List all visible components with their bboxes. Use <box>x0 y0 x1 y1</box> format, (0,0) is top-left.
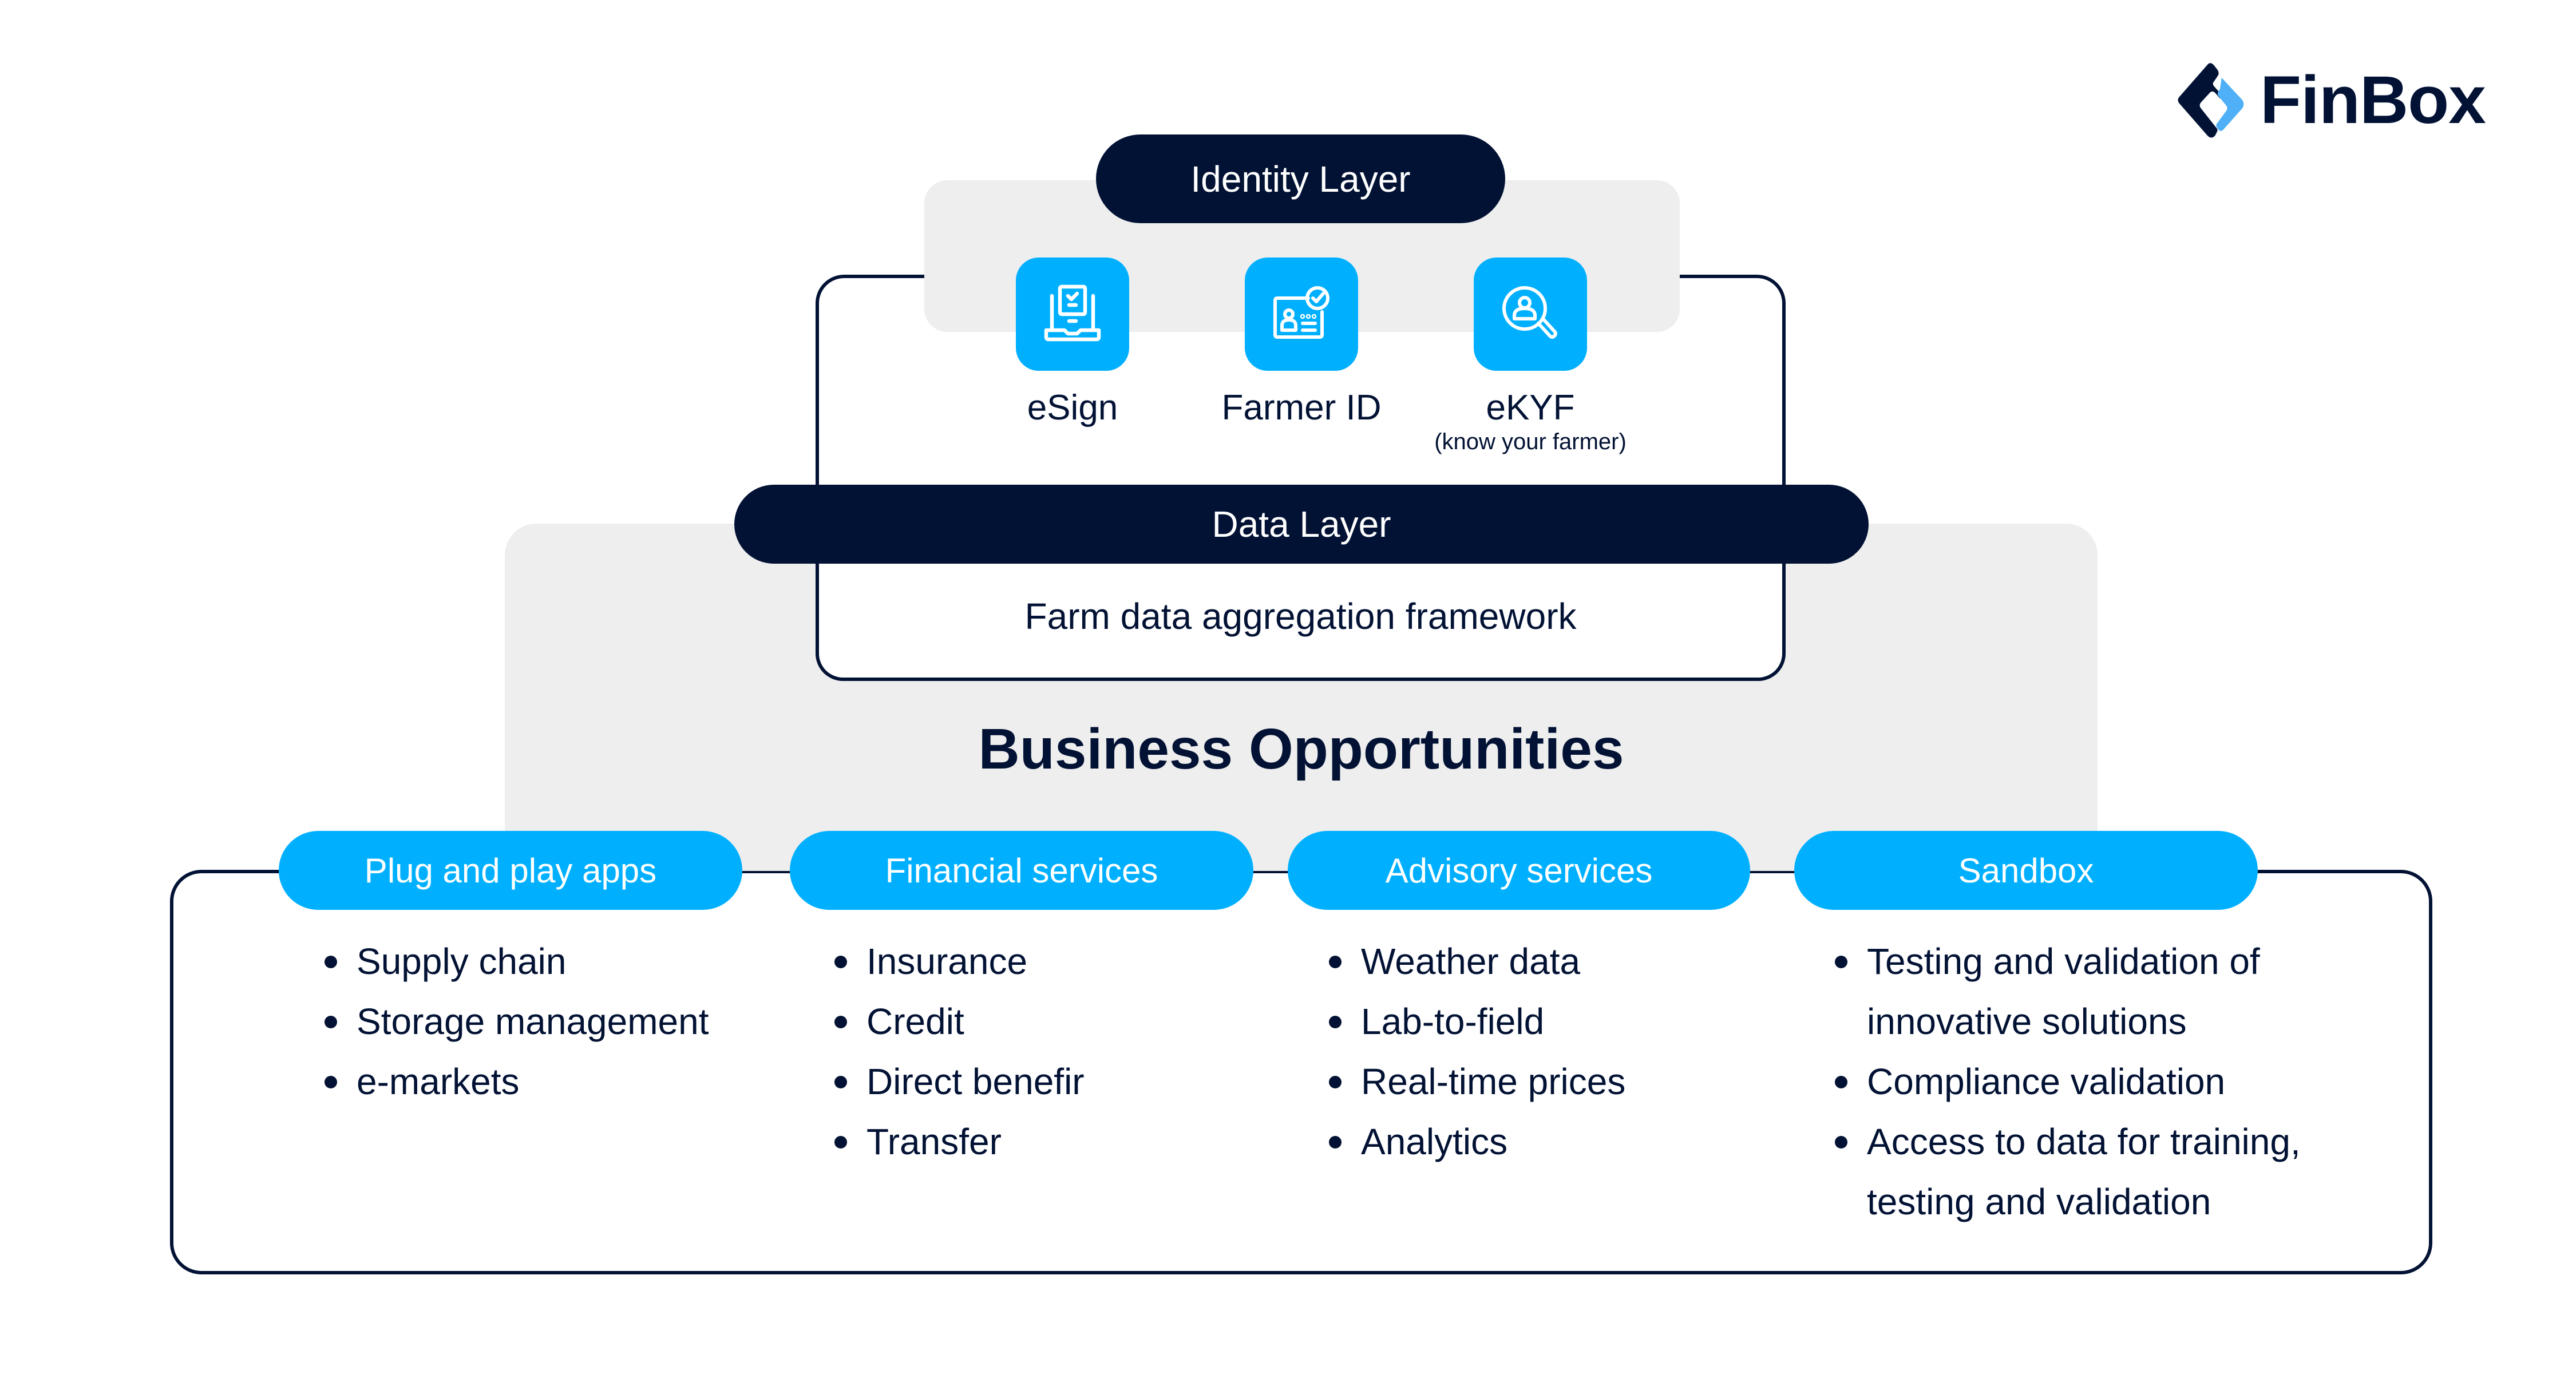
bullet-icon <box>834 1136 847 1149</box>
bullet-icon <box>1835 956 1847 968</box>
bullet-icon <box>325 956 337 968</box>
list-item: Direct benefir <box>834 1052 1269 1112</box>
plug-and-play-list: Supply chain Storage management e-market… <box>325 932 759 1112</box>
laptop-checklist-icon <box>1044 284 1101 342</box>
list-item: Analytics <box>1329 1112 1764 1172</box>
magnifier-user-icon <box>1502 286 1557 339</box>
advisory-services-list: Weather data Lab-to-field Real-time pric… <box>1329 932 1764 1172</box>
list-item: Credit <box>834 992 1269 1052</box>
ekyf-sublabel: (know your farmer) <box>1434 429 1627 454</box>
finbox-logo-icon <box>2178 63 2244 138</box>
category-plug-and-play-apps: Plug and play apps <box>279 831 742 910</box>
bullet-icon <box>834 1016 847 1028</box>
financial-services-list: Insurance Credit Direct benefir Transfer <box>834 932 1269 1172</box>
category-financial-services: Financial services <box>790 831 1253 910</box>
bullet-icon <box>1329 956 1342 968</box>
ekyf-label: eKYF <box>1486 388 1575 427</box>
list-item: Insurance <box>834 932 1269 992</box>
bullet-icon <box>325 1016 337 1028</box>
id-card-verified-icon <box>1273 286 1329 339</box>
bullet-icon <box>1835 1136 1847 1149</box>
identity-layer-title: Identity Layer <box>1096 134 1505 223</box>
esign-label: eSign <box>1027 388 1118 427</box>
esign-tile <box>1016 258 1129 371</box>
business-opportunities-title: Business Opportunities <box>978 717 1624 781</box>
bullet-icon <box>1329 1136 1342 1149</box>
ekyf-tile <box>1474 258 1587 371</box>
data-layer-title: Data Layer <box>734 485 1869 564</box>
bullet-icon <box>1329 1016 1342 1028</box>
list-item: Storage management <box>325 992 759 1052</box>
list-item: Supply chain <box>325 932 759 992</box>
list-item: Weather data <box>1329 932 1764 992</box>
bullet-icon <box>325 1076 337 1088</box>
bullet-icon <box>1835 1076 1847 1088</box>
category-advisory-services: Advisory services <box>1288 831 1750 910</box>
list-item: Compliance validation <box>1835 1052 2350 1112</box>
farmer-id-label: Farmer ID <box>1221 388 1382 427</box>
farmer-id-tile <box>1245 258 1358 371</box>
bullet-icon <box>1329 1076 1342 1088</box>
bullet-icon <box>834 1076 847 1088</box>
list-item: Access to data for training, testing and… <box>1835 1112 2348 1232</box>
category-sandbox: Sandbox <box>1794 831 2258 910</box>
list-item: e-markets <box>325 1052 759 1112</box>
list-item: Testing and validation of innovative sol… <box>1835 932 2302 1052</box>
list-item: Real-time prices <box>1329 1052 1764 1112</box>
data-layer-box <box>816 549 1786 681</box>
list-item: Transfer <box>834 1112 1269 1172</box>
sandbox-list: Testing and validation of innovative sol… <box>1835 932 2350 1232</box>
finbox-logo: FinBox <box>2172 57 2492 143</box>
data-layer-description: Farm data aggregation framework <box>1024 596 1577 637</box>
brand-name: FinBox <box>2260 62 2486 138</box>
list-item: Lab-to-field <box>1329 992 1764 1052</box>
bullet-icon <box>834 956 847 968</box>
